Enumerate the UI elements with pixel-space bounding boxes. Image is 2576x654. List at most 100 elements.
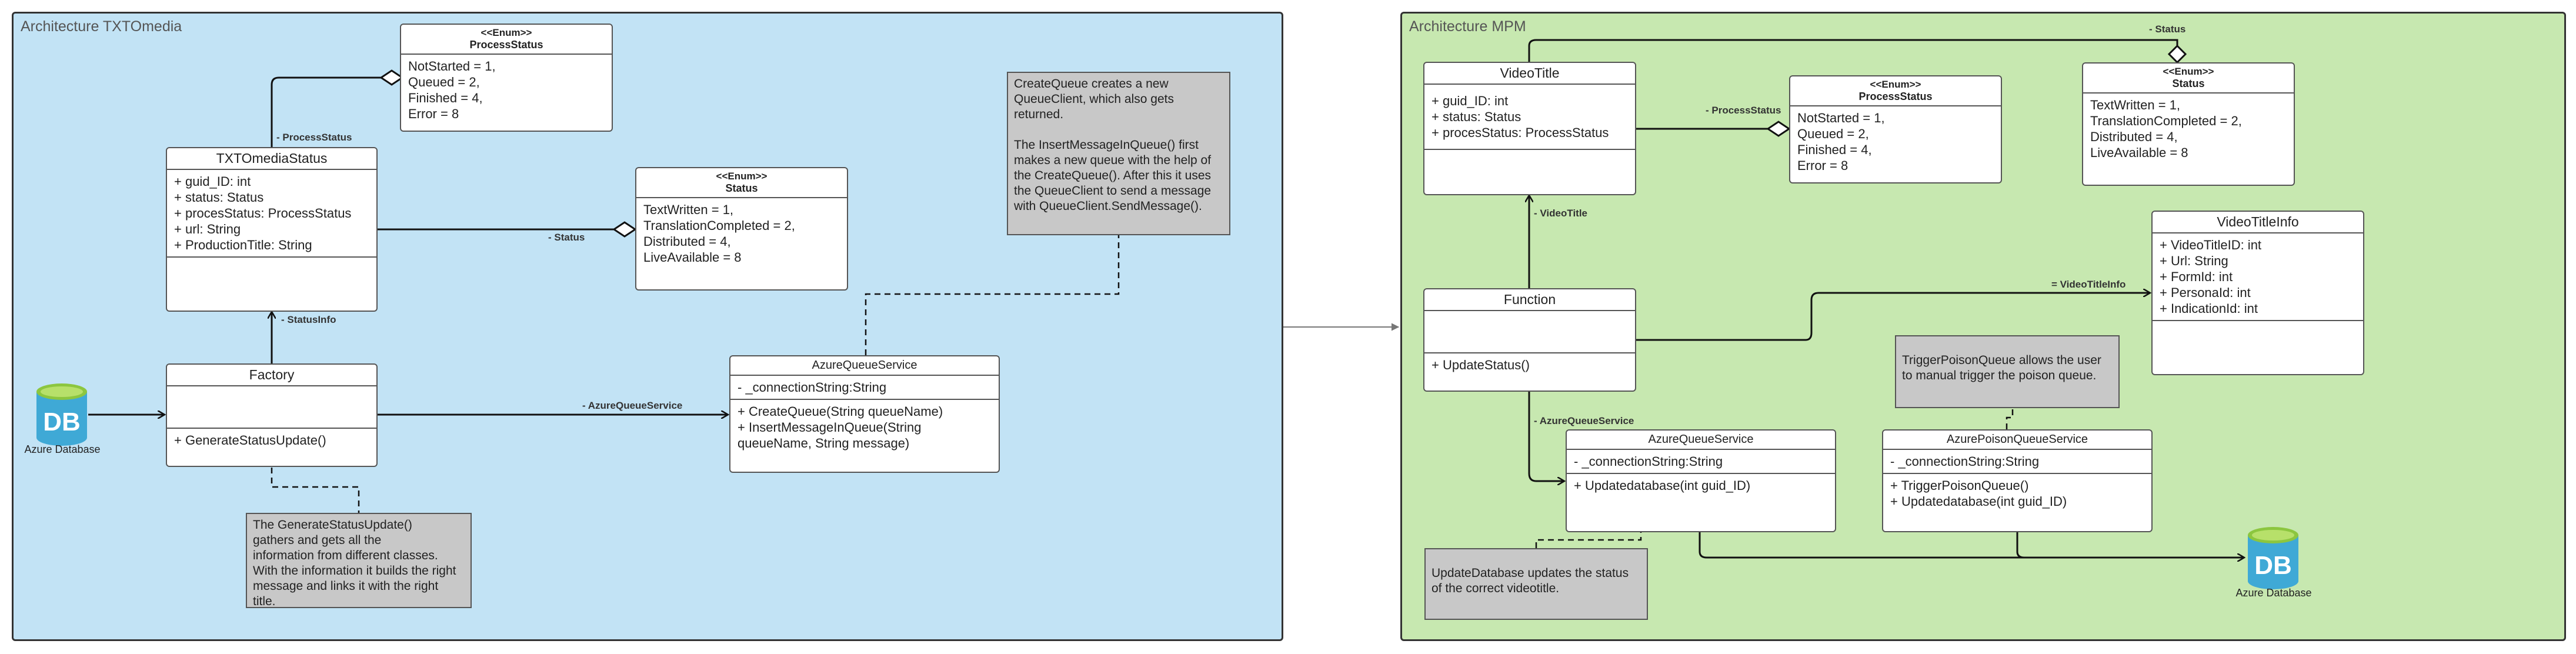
db-glyph: DB	[2254, 551, 2292, 580]
database-label: Azure Database	[2235, 587, 2312, 599]
class-videotitle[interactable]: VideoTitle + guid_ID: int + status: Stat…	[1423, 62, 1636, 195]
label-status: - Status	[548, 232, 585, 243]
attribute: + status: Status	[1432, 109, 1521, 124]
class-function[interactable]: Function + UpdateStatus()	[1423, 288, 1636, 392]
class-name: AzureQueueService	[730, 356, 999, 376]
class-factory[interactable]: Factory + GenerateStatusUpdate()	[166, 363, 378, 467]
enum-value: TranslationCompleted = 2,	[643, 218, 795, 233]
note-line: message and links it with the right	[253, 579, 439, 593]
enum-processstatus[interactable]: <<Enum>>ProcessStatus NotStarted = 1, Qu…	[400, 24, 613, 132]
enum-status-mpm[interactable]: <<Enum>>Status TextWritten = 1, Translat…	[2082, 62, 2295, 186]
note-line: with QueueClient.SendMessage().	[1014, 199, 1202, 213]
note-line: The GenerateStatusUpdate()	[253, 518, 412, 532]
note-updatedatabase: UpdateDatabase updates the status of the…	[1424, 548, 1648, 620]
class-attributes: + guid_ID: int + status: Status + proces…	[1424, 85, 1635, 150]
database-cylinder-icon: DB	[2248, 527, 2298, 589]
class-azurequeueservice-mpm[interactable]: AzureQueueService - _connectionString:St…	[1566, 429, 1836, 532]
enum-value: Distributed = 4,	[2090, 129, 2178, 144]
class-methods: + GenerateStatusUpdate()	[167, 429, 376, 466]
note-line: With the information it builds the right	[253, 564, 456, 578]
attribute: + procesStatus: ProcessStatus	[174, 206, 352, 221]
label-statusinfo: - StatusInfo	[281, 314, 336, 325]
class-azurepoisonqueueservice[interactable]: AzurePoisonQueueService - _connectionStr…	[1882, 429, 2153, 532]
note-line: to manual trigger the poison queue.	[1902, 369, 2097, 382]
attribute: + guid_ID: int	[1432, 94, 1509, 108]
class-methods: + UpdateStatus()	[1424, 353, 1635, 391]
note-line: The InsertMessageInQueue() first	[1014, 138, 1199, 152]
note-line: returned.	[1014, 108, 1064, 121]
class-videotitleinfo[interactable]: VideoTitleInfo + VideoTitleID: int + Url…	[2151, 211, 2364, 375]
attribute: + Url: String	[2160, 253, 2228, 268]
note-line: title.	[253, 595, 276, 608]
method: + Updatedatabase(int guid_ID)	[1574, 478, 1751, 493]
attribute: + VideoTitleID: int	[2160, 238, 2262, 252]
class-name: VideoTitle	[1424, 63, 1635, 85]
note-createqueue: CreateQueue creates a new QueueClient, w…	[1007, 72, 1230, 235]
method: + TriggerPoisonQueue()	[1890, 478, 2029, 493]
note-generatestatusupdate: The GenerateStatusUpdate() gathers and g…	[246, 513, 472, 608]
class-name: Factory	[167, 365, 376, 386]
class-attributes: - _connectionString:String	[1883, 450, 2151, 474]
enum-value: LiveAvailable = 8	[643, 250, 742, 265]
attribute: - _connectionString:String	[738, 380, 887, 395]
note-line	[1014, 122, 1223, 138]
database-icon: DB Azure Database	[24, 380, 101, 455]
class-name: ProcessStatus	[469, 39, 543, 51]
database-label: Azure Database	[24, 443, 101, 455]
method: + UpdateStatus()	[1432, 358, 1530, 372]
class-methods: + CreateQueue(String queueName) + Insert…	[730, 400, 999, 472]
class-name: AzurePoisonQueueService	[1883, 431, 2151, 450]
class-name: AzureQueueService	[1567, 431, 1835, 450]
attribute: - _connectionString:String	[1890, 454, 2040, 469]
enum-value: Distributed = 4,	[643, 234, 731, 249]
attribute: + ProductionTitle: String	[174, 238, 312, 252]
note-line: of the correct videotitle.	[1432, 582, 1560, 595]
class-methods	[167, 258, 376, 311]
note-line: QueueClient, which also gets	[1014, 92, 1174, 106]
label-processstatus: - ProcessStatus	[276, 132, 352, 143]
attribute: + PersonaId: int	[2160, 285, 2251, 300]
class-attributes: + guid_ID: int + status: Status + proces…	[167, 170, 376, 258]
method: + Updatedatabase(int guid_ID)	[1890, 494, 2067, 509]
note-line: makes a new queue with the help of	[1014, 154, 1212, 167]
class-name: VideoTitleInfo	[2153, 212, 2363, 233]
note-line: gathers and gets all the	[253, 533, 382, 547]
note-line: TriggerPoisonQueue allows the user	[1902, 353, 2101, 367]
class-txtomediastatus[interactable]: TXTOmediaStatus + guid_ID: int + status:…	[166, 147, 378, 312]
attribute: - _connectionString:String	[1574, 454, 1723, 469]
attribute: + IndicationId: int	[2160, 301, 2258, 316]
note-line: information from different classes.	[253, 549, 438, 562]
enum-value: Finished = 4,	[1797, 142, 1872, 157]
enum-value: Error = 8	[1797, 158, 1848, 173]
class-azurequeueservice[interactable]: AzureQueueService - _connectionString:St…	[729, 355, 1000, 473]
note-line: the CreateQueue(). After this it uses	[1014, 169, 1211, 182]
class-attributes: + VideoTitleID: int + Url: String + Form…	[2153, 233, 2363, 321]
class-attributes	[167, 386, 376, 429]
class-methods	[1424, 150, 1635, 194]
enum-values: NotStarted = 1, Queued = 2, Finished = 4…	[401, 55, 612, 131]
enum-value: Queued = 2,	[408, 75, 480, 89]
class-attributes: - _connectionString:String	[1567, 450, 1835, 474]
attribute: + guid_ID: int	[174, 174, 251, 189]
enum-processstatus-mpm[interactable]: <<Enum>>ProcessStatus NotStarted = 1, Qu…	[1789, 75, 2002, 183]
db-glyph: DB	[43, 408, 81, 436]
attribute: + status: Status	[174, 190, 264, 205]
label-videotitleinfo: = VideoTitleInfo	[2051, 279, 2126, 290]
label-azurequeueservice: - AzureQueueService	[1534, 415, 1634, 426]
note-line: UpdateDatabase updates the status	[1432, 566, 1629, 580]
class-name: ProcessStatus	[1858, 91, 1933, 102]
enum-value: Finished = 4,	[408, 91, 483, 105]
class-methods	[2153, 321, 2363, 374]
enum-value: TranslationCompleted = 2,	[2090, 114, 2242, 128]
enum-value: LiveAvailable = 8	[2090, 145, 2188, 160]
enum-value: TextWritten = 1,	[643, 202, 734, 217]
label-videotitle: - VideoTitle	[1534, 208, 1588, 219]
class-name: Status	[2172, 78, 2205, 89]
method: + InsertMessageInQueue(String	[738, 420, 922, 435]
database-icon: DB Azure Database	[2235, 523, 2312, 599]
database-cylinder-icon: DB	[36, 383, 87, 446]
class-name: TXTOmediaStatus	[167, 148, 376, 170]
enum-values: TextWritten = 1, TranslationCompleted = …	[2083, 94, 2294, 185]
enum-status[interactable]: <<Enum>>Status TextWritten = 1, Translat…	[635, 167, 848, 291]
attribute: + url: String	[174, 222, 241, 236]
